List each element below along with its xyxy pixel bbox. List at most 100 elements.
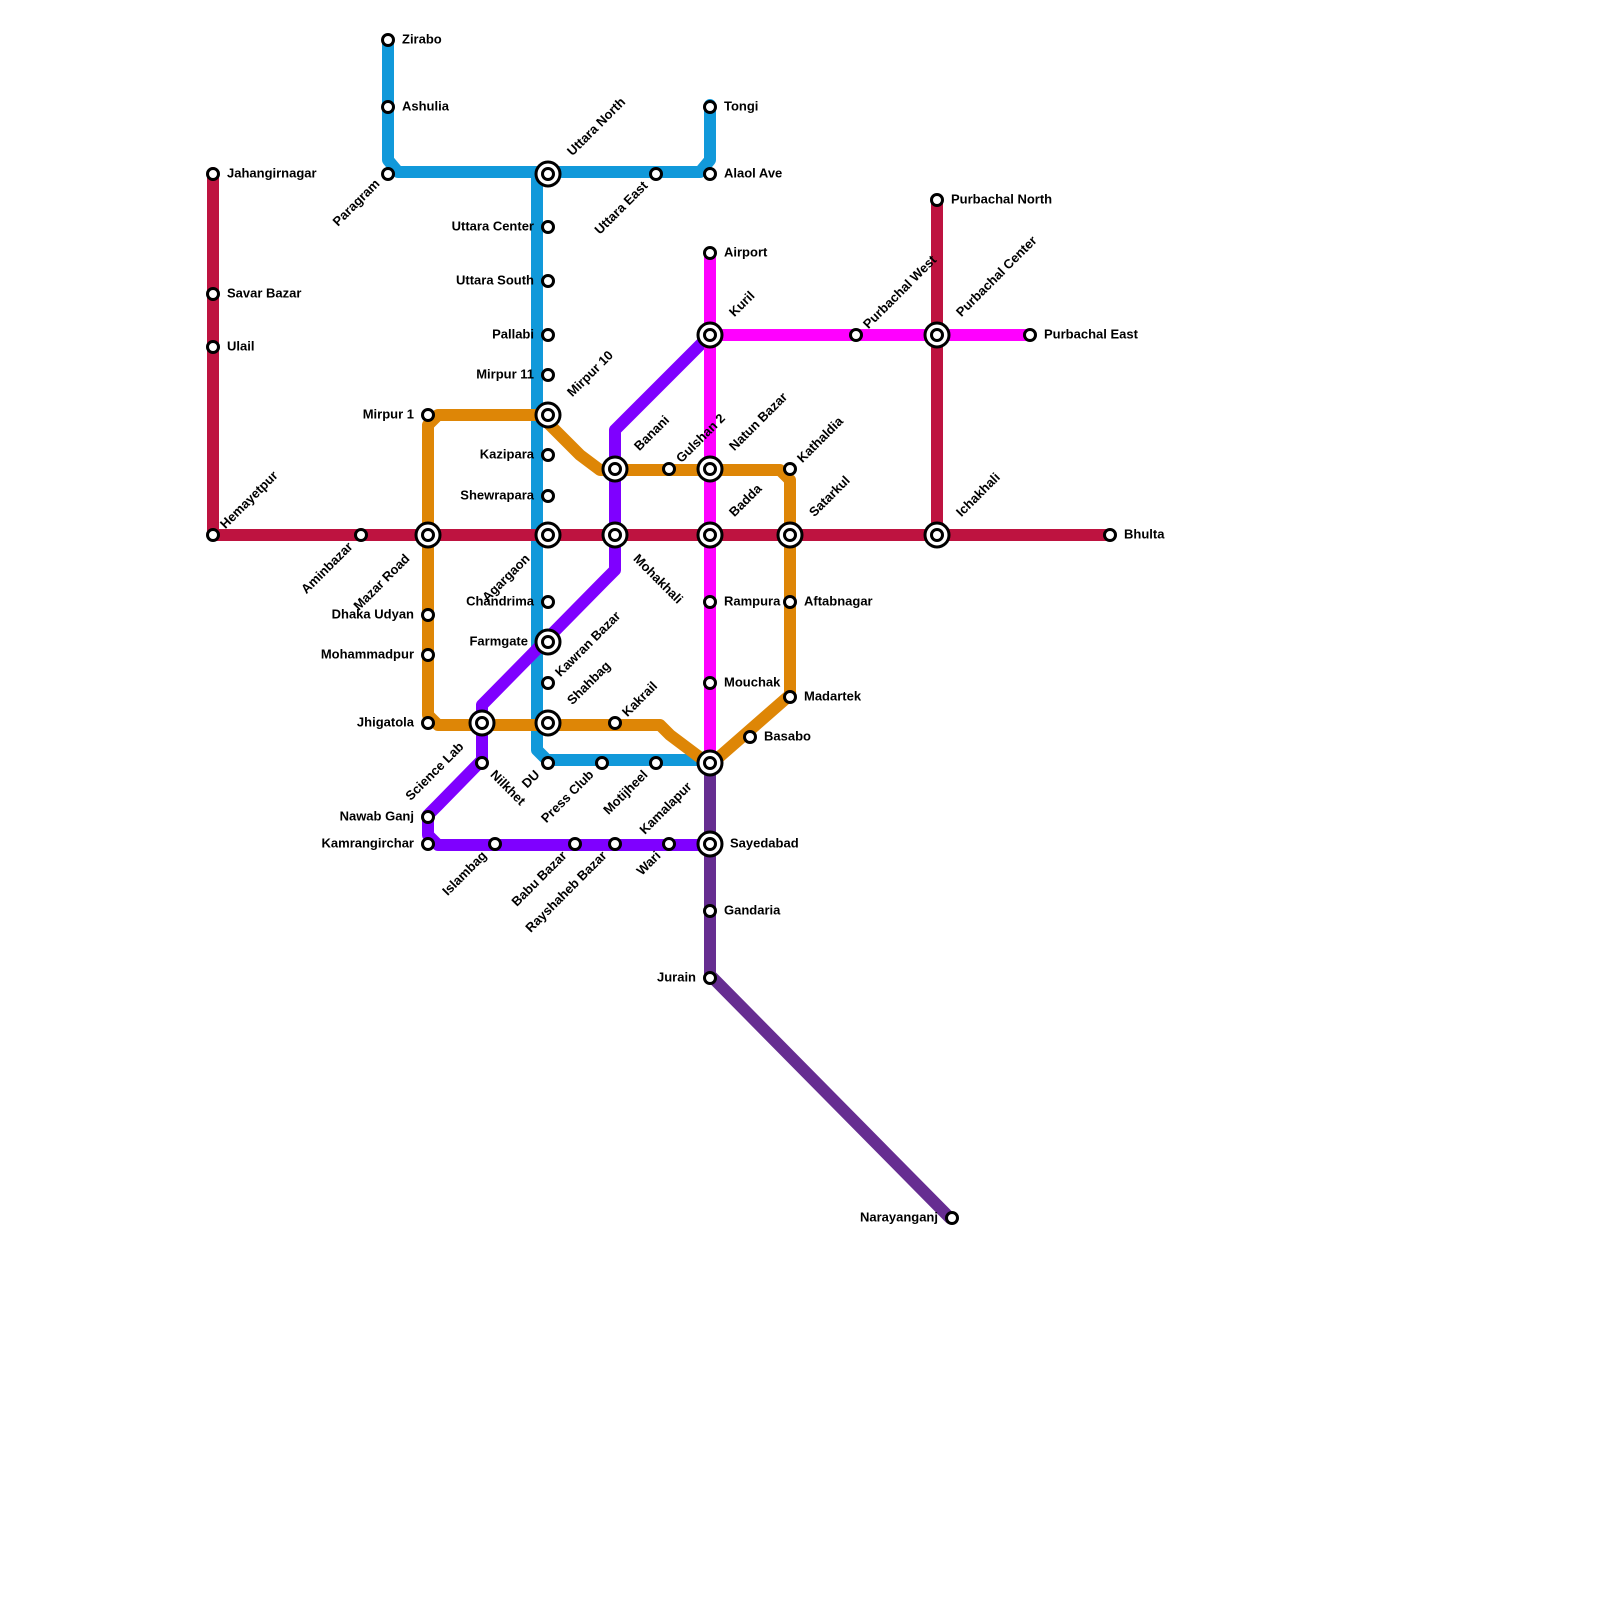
station-rampura[interactable] xyxy=(703,595,717,609)
station-alaol-ave[interactable] xyxy=(703,167,717,181)
station-label-gandaria: Gandaria xyxy=(724,902,781,917)
station-aminbazar[interactable] xyxy=(354,528,368,542)
station-label-savar-bazar: Savar Bazar xyxy=(227,285,301,300)
station-babu-bazar[interactable] xyxy=(568,837,582,851)
station-label-badda: Badda xyxy=(726,480,765,519)
station-natun-bazar[interactable] xyxy=(696,455,724,483)
station-label-chandrima: Chandrima xyxy=(466,593,535,608)
red-line-segment xyxy=(207,167,1116,541)
station-marker xyxy=(541,274,555,288)
station-purbachal-east[interactable] xyxy=(1023,328,1037,342)
station-paragram[interactable] xyxy=(381,167,395,181)
station-purbachal-west[interactable] xyxy=(849,328,863,342)
station-aftabnagar[interactable] xyxy=(783,595,797,609)
station-gandaria[interactable] xyxy=(703,904,717,918)
station-kazipara[interactable] xyxy=(541,448,555,462)
station-mirpur-11[interactable] xyxy=(541,368,555,382)
station-islambag[interactable] xyxy=(488,837,502,851)
station-science-lab[interactable] xyxy=(468,709,496,737)
station-mohammadpur[interactable] xyxy=(421,648,435,662)
station-badda[interactable] xyxy=(696,521,724,549)
station-kamrangirchar[interactable] xyxy=(421,837,435,851)
station-uttara-north[interactable] xyxy=(534,160,562,188)
station-gulshan-2[interactable] xyxy=(662,462,676,476)
station-basabo[interactable] xyxy=(743,730,757,744)
station-wari[interactable] xyxy=(662,837,676,851)
station-ulail[interactable] xyxy=(206,340,220,354)
station-marker xyxy=(649,756,663,770)
station-purbachal-north[interactable] xyxy=(930,193,944,207)
station-jahangirnagar[interactable] xyxy=(206,167,220,181)
station-kuril[interactable] xyxy=(696,321,724,349)
purple-line-segment xyxy=(704,759,956,1224)
station-marker xyxy=(703,971,717,985)
station-marker xyxy=(703,246,717,260)
station-label-mohammadpur: Mohammadpur xyxy=(321,646,414,661)
station-shewrapara[interactable] xyxy=(541,489,555,503)
station-savar-bazar[interactable] xyxy=(206,287,220,301)
station-marker xyxy=(703,904,717,918)
station-uttara-center[interactable] xyxy=(541,220,555,234)
station-dhaka-udyan[interactable] xyxy=(421,608,435,622)
station-narayanganj[interactable] xyxy=(945,1211,959,1225)
station-nawab-ganj[interactable] xyxy=(421,810,435,824)
station-farmgate[interactable] xyxy=(534,628,562,656)
station-ichakhali[interactable] xyxy=(923,521,951,549)
station-kakrail[interactable] xyxy=(608,716,622,730)
station-uttara-east[interactable] xyxy=(649,167,663,181)
station-uttara-south[interactable] xyxy=(541,274,555,288)
station-marker xyxy=(354,528,368,542)
station-jurain[interactable] xyxy=(703,971,717,985)
station-banani[interactable] xyxy=(601,455,629,483)
station-mazar-road[interactable] xyxy=(414,521,442,549)
station-hemayetpur[interactable] xyxy=(206,528,220,542)
station-marker xyxy=(783,462,797,476)
station-label-uttara-north: Uttara North xyxy=(564,94,628,158)
station-tongi[interactable] xyxy=(703,100,717,114)
station-mouchak[interactable] xyxy=(703,676,717,690)
station-label-mirpur-1: Mirpur 1 xyxy=(363,406,414,421)
station-satarkul[interactable] xyxy=(776,521,804,549)
station-madartek[interactable] xyxy=(783,690,797,704)
station-marker xyxy=(783,690,797,704)
station-marker xyxy=(930,193,944,207)
station-airport[interactable] xyxy=(703,246,717,260)
station-marker xyxy=(608,716,622,730)
station-pallabi[interactable] xyxy=(541,328,555,342)
station-chandrima[interactable] xyxy=(541,595,555,609)
station-agargaon[interactable] xyxy=(534,521,562,549)
station-bhulta[interactable] xyxy=(1103,528,1117,542)
station-purbachal-center[interactable] xyxy=(923,321,951,349)
station-shahbag[interactable] xyxy=(534,709,562,737)
station-zirabo[interactable] xyxy=(381,33,395,47)
station-mirpur-10[interactable] xyxy=(534,401,562,429)
station-label-ulail: Ulail xyxy=(227,338,254,353)
station-mohakhali[interactable] xyxy=(601,521,629,549)
interchange-inner-ring xyxy=(608,462,622,476)
station-label-press-club: Press Club xyxy=(538,767,597,826)
station-kawran-bazar[interactable] xyxy=(541,676,555,690)
station-motijheel[interactable] xyxy=(649,756,663,770)
station-kathaldia[interactable] xyxy=(783,462,797,476)
station-du[interactable] xyxy=(541,756,555,770)
station-kamalapur[interactable] xyxy=(696,749,724,777)
interchange-inner-ring xyxy=(703,462,717,476)
station-label-alaol-ave: Alaol Ave xyxy=(724,165,782,180)
station-nilkhet[interactable] xyxy=(475,756,489,770)
station-marker xyxy=(662,462,676,476)
station-marker xyxy=(1023,328,1037,342)
station-marker xyxy=(381,100,395,114)
station-label-wari: Wari xyxy=(633,848,663,878)
station-marker xyxy=(421,408,435,422)
station-ashulia[interactable] xyxy=(381,100,395,114)
station-label-mazar-road: Mazar Road xyxy=(350,551,412,613)
station-rayshaheb-bazar[interactable] xyxy=(608,837,622,851)
station-jhigatola[interactable] xyxy=(421,716,435,730)
interchange-inner-ring xyxy=(930,528,944,542)
station-sayedabad[interactable] xyxy=(696,830,724,858)
station-marker xyxy=(703,676,717,690)
station-mirpur-1[interactable] xyxy=(421,408,435,422)
interchange-inner-ring xyxy=(541,635,555,649)
station-press-club[interactable] xyxy=(595,756,609,770)
